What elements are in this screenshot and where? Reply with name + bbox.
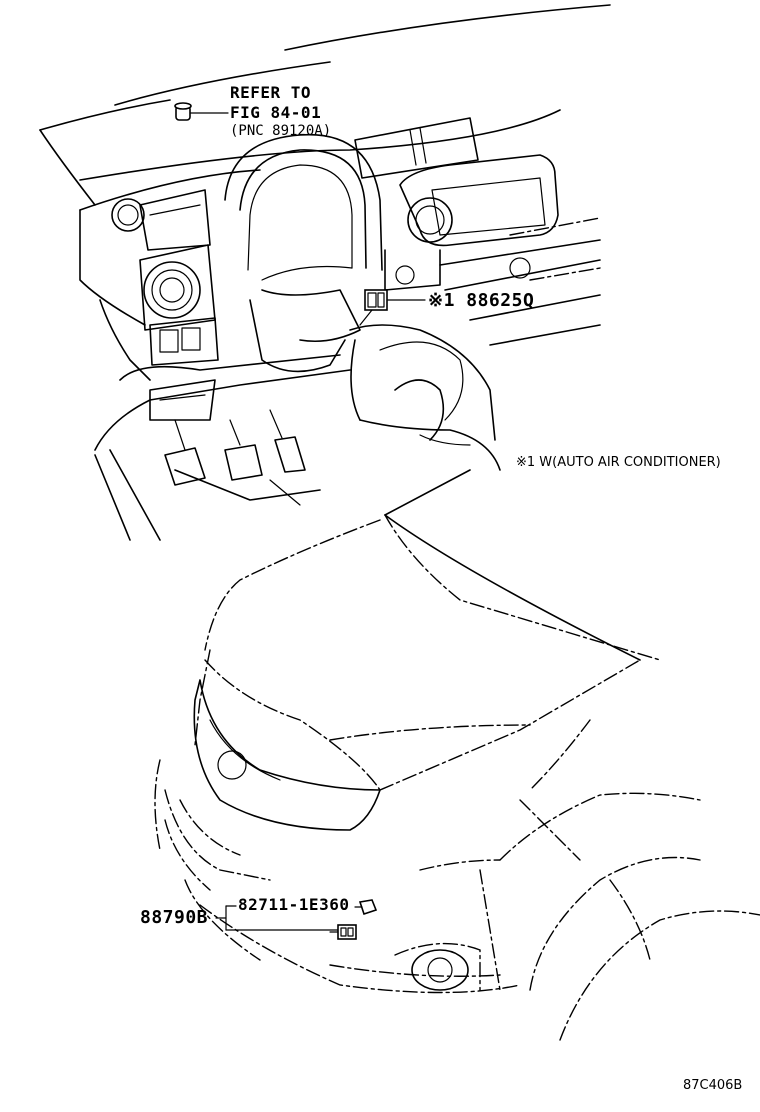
refer-label-line3: (PNC 89120A)	[230, 123, 332, 139]
car-front-illustration	[154, 469, 760, 1041]
figure-code-label: 87C406B	[683, 1078, 743, 1093]
connector-icon	[329, 924, 357, 940]
refer-label-line1: REFER TO	[230, 83, 312, 102]
sensor-part-label: ※1 88625Q	[428, 290, 535, 311]
refer-part-icon	[174, 102, 229, 121]
clip-part-label: 82711-1E360	[238, 895, 350, 914]
footnote-label: ※1 W(AUTO AIR CONDITIONER)	[516, 455, 721, 470]
assembly-bracket	[215, 905, 339, 931]
dashboard-illustration	[39, 4, 611, 541]
refer-label-line2: FIG 84-01	[230, 103, 322, 122]
sensor-88625q-icon	[359, 289, 426, 326]
clip-82711-icon	[354, 899, 378, 916]
assembly-part-label: 88790B	[140, 907, 209, 928]
